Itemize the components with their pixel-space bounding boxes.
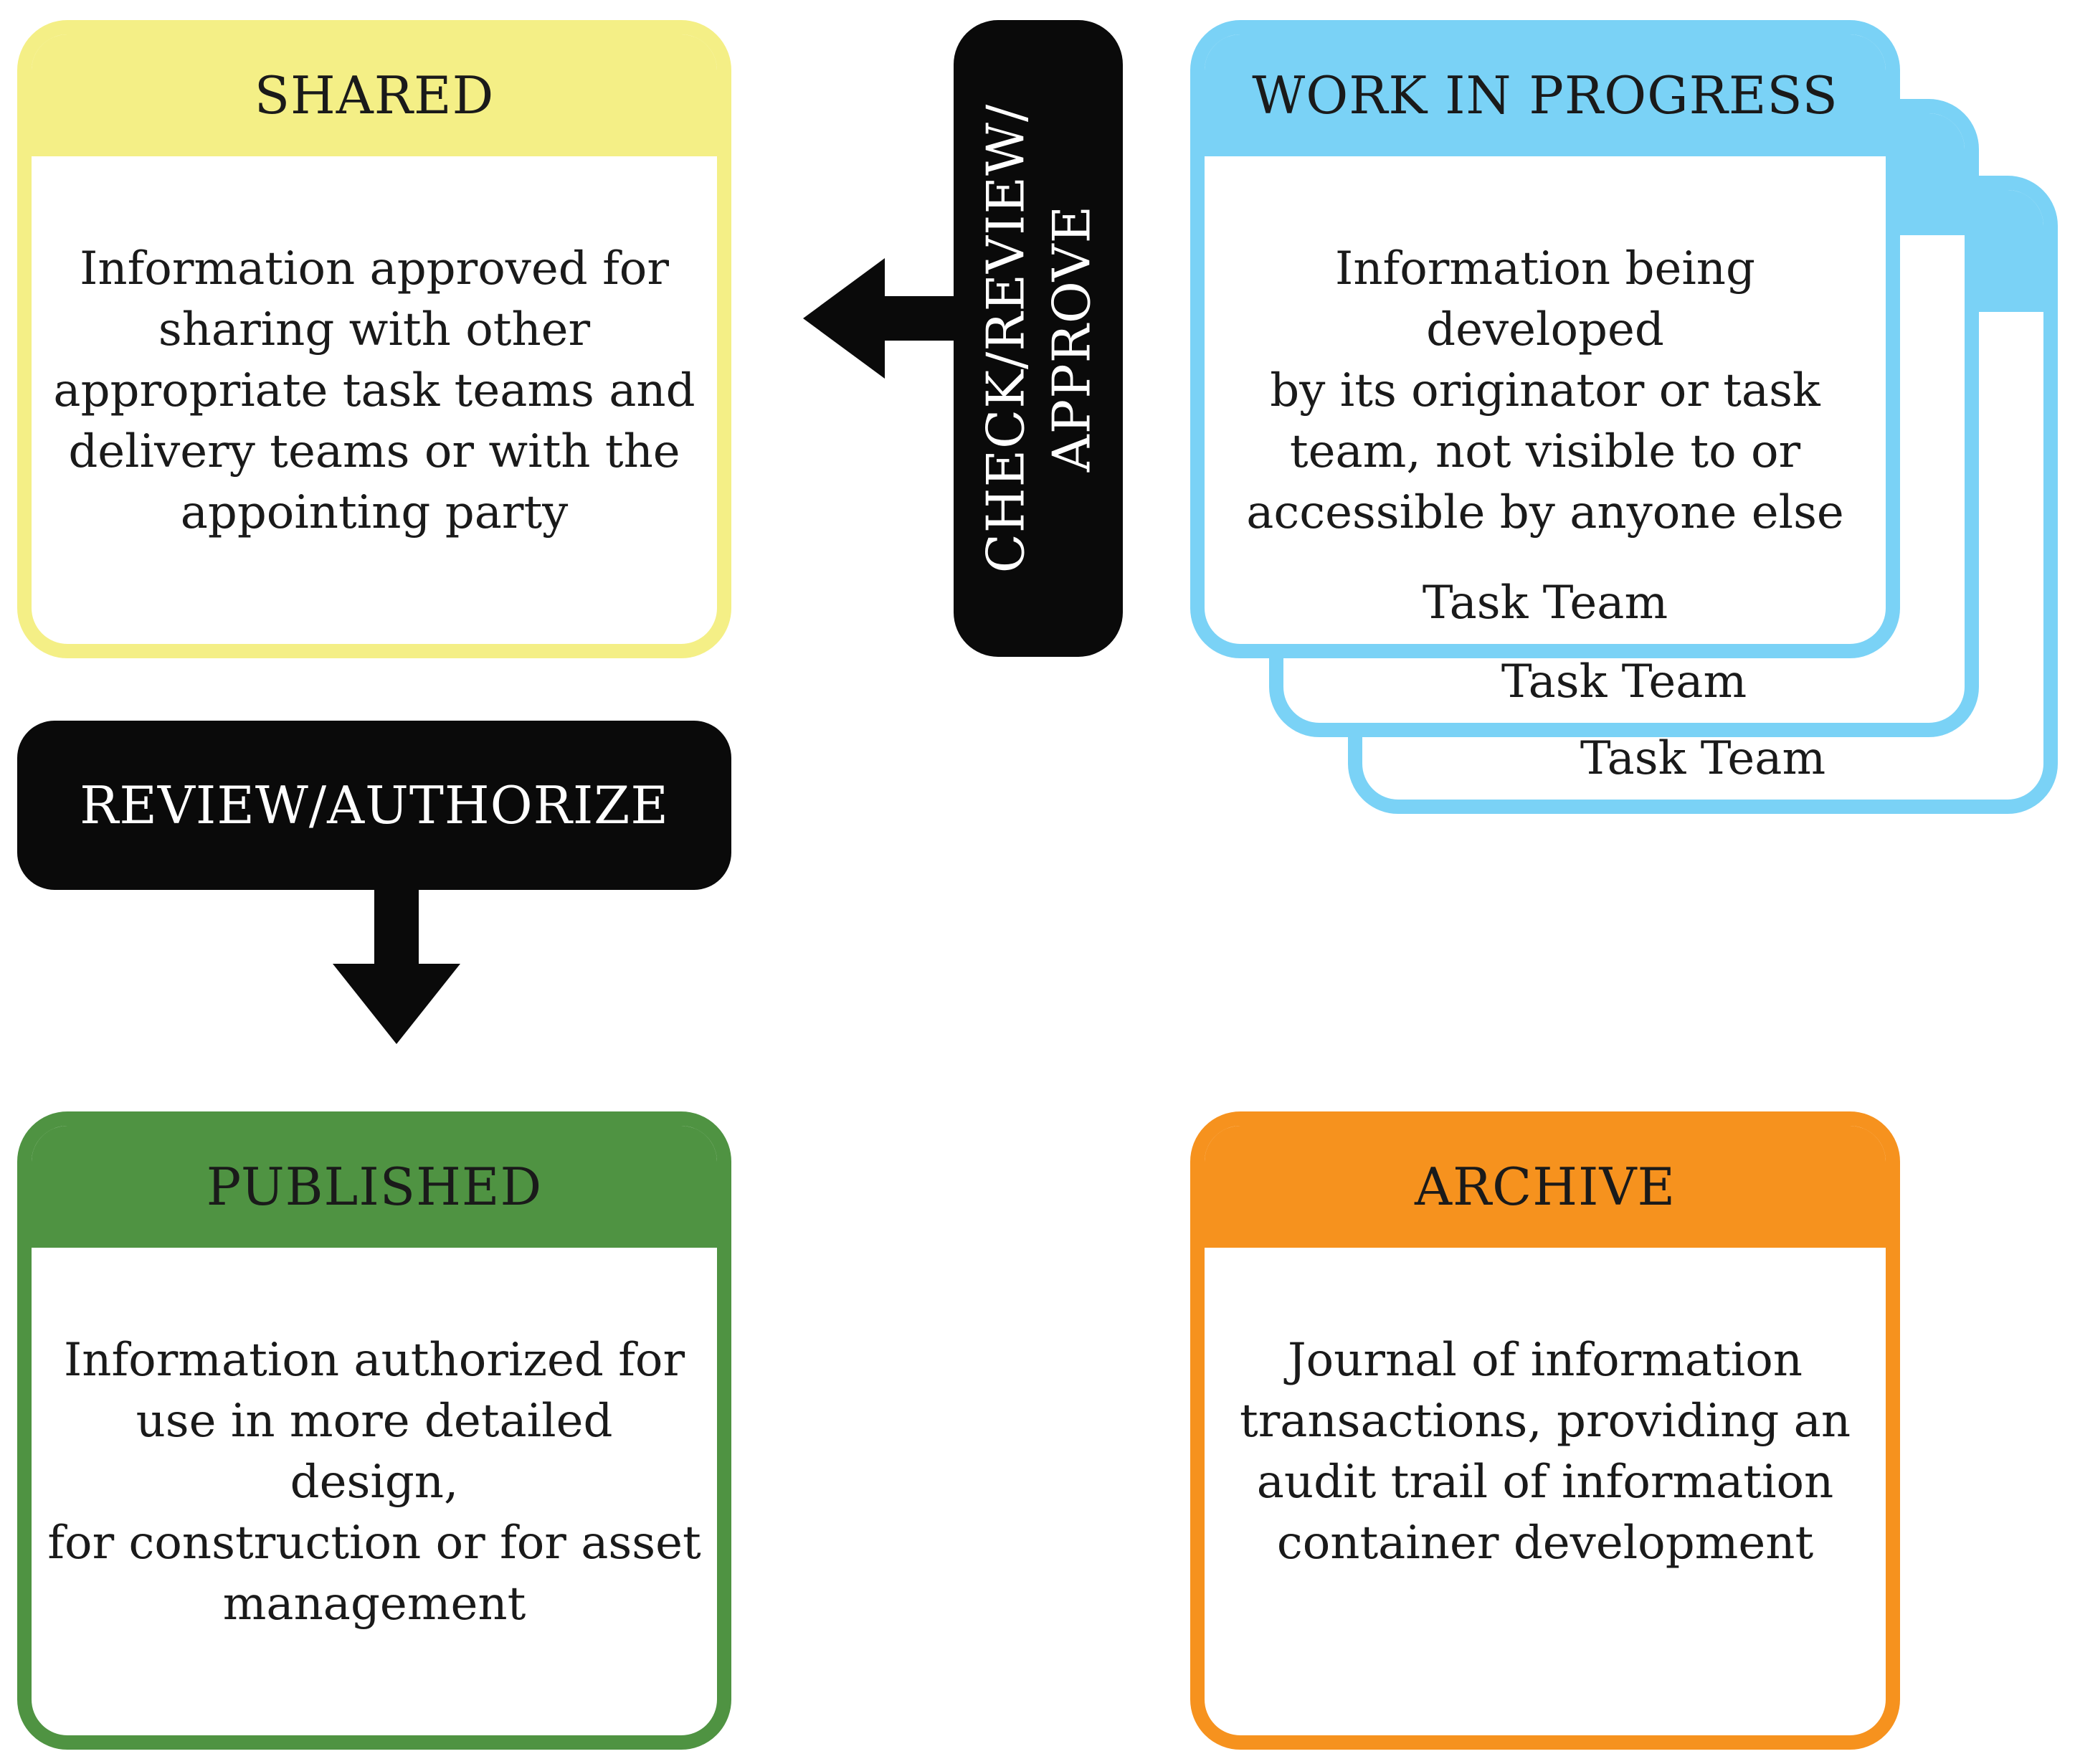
review-authorize-transition: REVIEW/AUTHORIZE xyxy=(17,721,731,890)
published-state-title: PUBLISHED xyxy=(32,1126,717,1248)
shared-state-description: Information approved for sharing with ot… xyxy=(53,242,695,539)
published-state-description: Information authorized for use in more d… xyxy=(47,1334,701,1631)
task-team-label-2: Task Team xyxy=(1501,655,1747,708)
archive-state-box: ARCHIVE Journal of information transacti… xyxy=(1190,1111,1900,1750)
task-team-label-3: Task Team xyxy=(1580,732,1826,785)
arrow-left-icon xyxy=(803,258,957,379)
shared-state-box: SHARED Information approved for sharing … xyxy=(17,20,731,658)
work-in-progress-state-box: WORK IN PROGRESS Information being devel… xyxy=(1190,20,1900,658)
work-in-progress-state-title: WORK IN PROGRESS xyxy=(1205,34,1886,156)
check-review-approve-transition: CHECK/REVIEW/ APPROVE xyxy=(954,20,1123,657)
arrow-down-icon xyxy=(333,886,460,1044)
archive-state-description: Journal of information transactions, pro… xyxy=(1239,1334,1851,1570)
review-authorize-label: REVIEW/AUTHORIZE xyxy=(80,775,669,835)
task-team-label-1: Task Team xyxy=(1422,577,1668,630)
shared-state-title: SHARED xyxy=(32,34,717,156)
archive-state-title: ARCHIVE xyxy=(1205,1126,1886,1248)
work-in-progress-state-description: Information being developed by its origi… xyxy=(1246,242,1844,539)
published-state-box: PUBLISHED Information authorized for use… xyxy=(17,1111,731,1750)
